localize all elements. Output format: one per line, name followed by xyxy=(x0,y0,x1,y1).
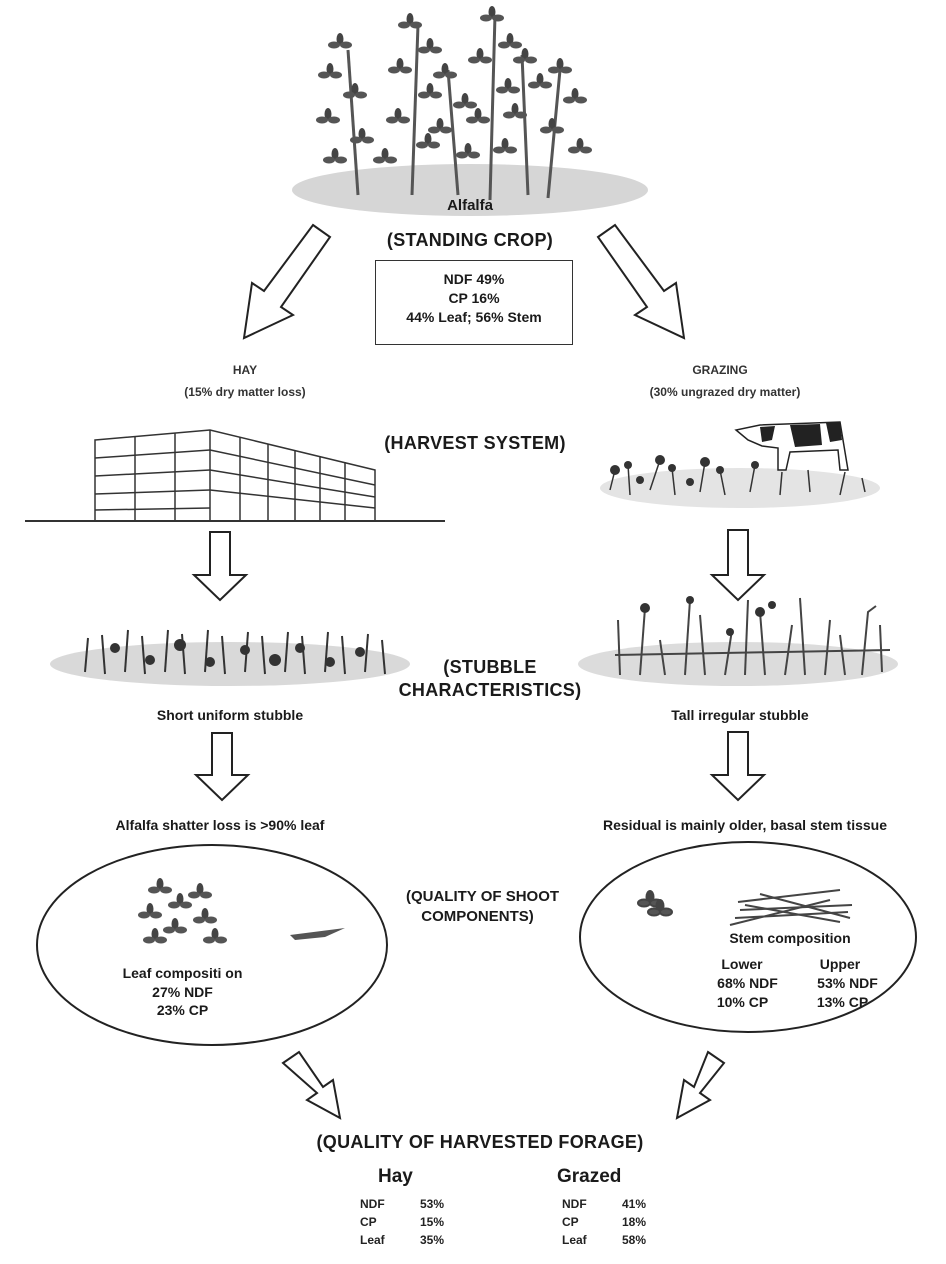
grazed-ndf-label: NDF xyxy=(562,1197,587,1211)
grazing-residual-caption: Residual is mainly older, basal stem tis… xyxy=(602,817,887,833)
shoot-components-label-line2: COMPONENTS) xyxy=(421,908,534,925)
arrow-hay-to-result xyxy=(281,1050,342,1120)
stem-lower-ndf: 68% NDF xyxy=(717,975,778,991)
hay-result-label: Hay xyxy=(378,1166,413,1187)
hay-cp-label: CP xyxy=(360,1215,377,1229)
grazed-result-table: NDF 41% CP 18% Leaf 58% xyxy=(562,1197,672,1247)
grazed-leaf-value: 58% xyxy=(622,1233,647,1247)
hay-result-row: NDF 53% xyxy=(360,1197,470,1211)
grazed-cp-label: CP xyxy=(562,1215,579,1229)
grazing-note: (30% ungrazed dry matter) xyxy=(649,385,801,399)
composition-leaf-stem: 44% Leaf; 56% Stem xyxy=(406,309,542,325)
down-arrow-hay-1 xyxy=(191,531,249,602)
stem-composition-title: Stem composition xyxy=(729,930,851,946)
harvested-forage-title: (QUALITY OF HARVESTED FORAGE) xyxy=(316,1132,644,1152)
leaf-cp: 23% CP xyxy=(156,1002,209,1018)
stubble-label-line1: (STUBBLE xyxy=(443,657,537,677)
hay-leaf-label: Leaf xyxy=(360,1233,385,1247)
standing-crop-label: (STANDING CROP) xyxy=(386,230,554,250)
hay-ndf-value: 53% xyxy=(420,1197,445,1211)
crop-name: Alfalfa xyxy=(447,197,493,214)
hay-result-table: NDF 53% CP 15% Leaf 35% xyxy=(360,1197,470,1247)
grazed-result-row: NDF 41% xyxy=(562,1197,672,1211)
grazing-title: GRAZING xyxy=(692,363,748,377)
stem-upper-cp: 13% CP xyxy=(816,994,869,1010)
stem-components-ellipse xyxy=(579,841,917,1033)
down-arrow-hay-2 xyxy=(193,732,251,802)
down-arrow-grazing-2 xyxy=(709,731,767,802)
short-stubble-illustration xyxy=(50,629,410,686)
stem-upper-label: Upper xyxy=(819,956,861,972)
hay-bales-illustration xyxy=(25,429,445,522)
leaf-components-ellipse xyxy=(36,844,388,1046)
stubble-label-line2: CHARACTERISTICS) xyxy=(398,680,582,700)
grazed-ndf-value: 41% xyxy=(622,1197,647,1211)
composition-ndf: NDF 49% xyxy=(443,271,505,287)
stem-lower-cp: 10% CP xyxy=(716,994,769,1010)
tall-stubble-illustration xyxy=(578,596,898,686)
alfalfa-plants-illustration xyxy=(292,6,648,216)
leaf-composition-title: Leaf compositi on xyxy=(122,965,243,981)
arrow-grazed-to-result xyxy=(675,1050,726,1120)
hay-result-row: Leaf 35% xyxy=(360,1233,470,1247)
hay-cp-value: 15% xyxy=(420,1215,445,1229)
leaf-cluster-illustration xyxy=(138,878,345,944)
hay-note: (15% dry matter loss) xyxy=(184,385,306,399)
leaf-ndf: 27% NDF xyxy=(152,984,213,1000)
grazed-result-row: CP 18% xyxy=(562,1215,672,1229)
hay-leaf-value: 35% xyxy=(420,1233,445,1247)
stem-lower-label: Lower xyxy=(721,956,763,972)
grazed-leaf-label: Leaf xyxy=(562,1233,587,1247)
grazed-cp-value: 18% xyxy=(622,1215,647,1229)
harvest-system-label: (HARVEST SYSTEM) xyxy=(384,433,566,453)
down-arrow-grazing-1 xyxy=(709,529,767,602)
composition-cp: CP 16% xyxy=(448,290,500,306)
grazing-stubble-caption: Tall irregular stubble xyxy=(671,707,809,723)
hay-title: HAY xyxy=(232,363,258,377)
hay-loss-caption: Alfalfa shatter loss is >90% leaf xyxy=(115,817,325,833)
shoot-components-label-line1: (QUALITY OF SHOOT xyxy=(405,888,560,905)
stem-pile-illustration xyxy=(637,889,853,926)
grazed-result-label: Grazed xyxy=(557,1166,622,1187)
grazed-result-row: Leaf 58% xyxy=(562,1233,672,1247)
hay-ndf-label: NDF xyxy=(360,1197,385,1211)
hay-stubble-caption: Short uniform stubble xyxy=(156,707,304,723)
arrow-to-hay xyxy=(242,223,332,340)
stem-upper-ndf: 53% NDF xyxy=(817,975,878,991)
hay-result-row: CP 15% xyxy=(360,1215,470,1229)
cow-grazing-illustration xyxy=(600,421,880,508)
standing-crop-composition-box: NDF 49% CP 16% 44% Leaf; 56% Stem xyxy=(375,260,573,345)
arrow-to-grazing xyxy=(596,223,686,340)
